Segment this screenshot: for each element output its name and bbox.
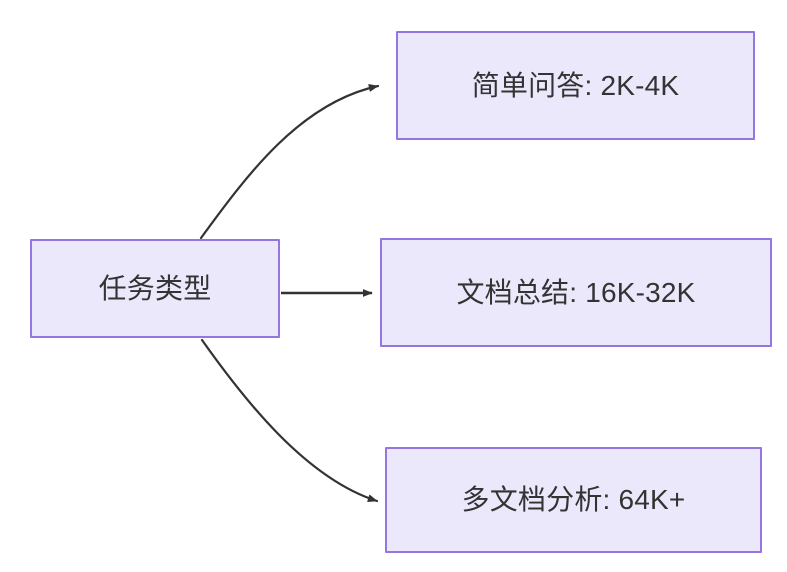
node-task-type[interactable]: 任务类型 [30,239,280,338]
node-task-type-label: 任务类型 [98,272,212,304]
node-doc-summary[interactable]: 文档总结: 16K-32K [380,238,772,347]
node-multi-doc[interactable]: 多文档分析: 64K+ [385,447,762,553]
edge-root-to-simple-qa [199,84,380,240]
node-simple-qa-label: 简单问答: 2K-4K [471,69,680,101]
node-simple-qa[interactable]: 简单问答: 2K-4K [396,31,755,140]
node-multi-doc-label: 多文档分析: 64K+ [461,484,686,516]
node-doc-summary-label: 文档总结: 16K-32K [456,276,696,308]
edge-root-to-multi-doc [200,338,379,503]
